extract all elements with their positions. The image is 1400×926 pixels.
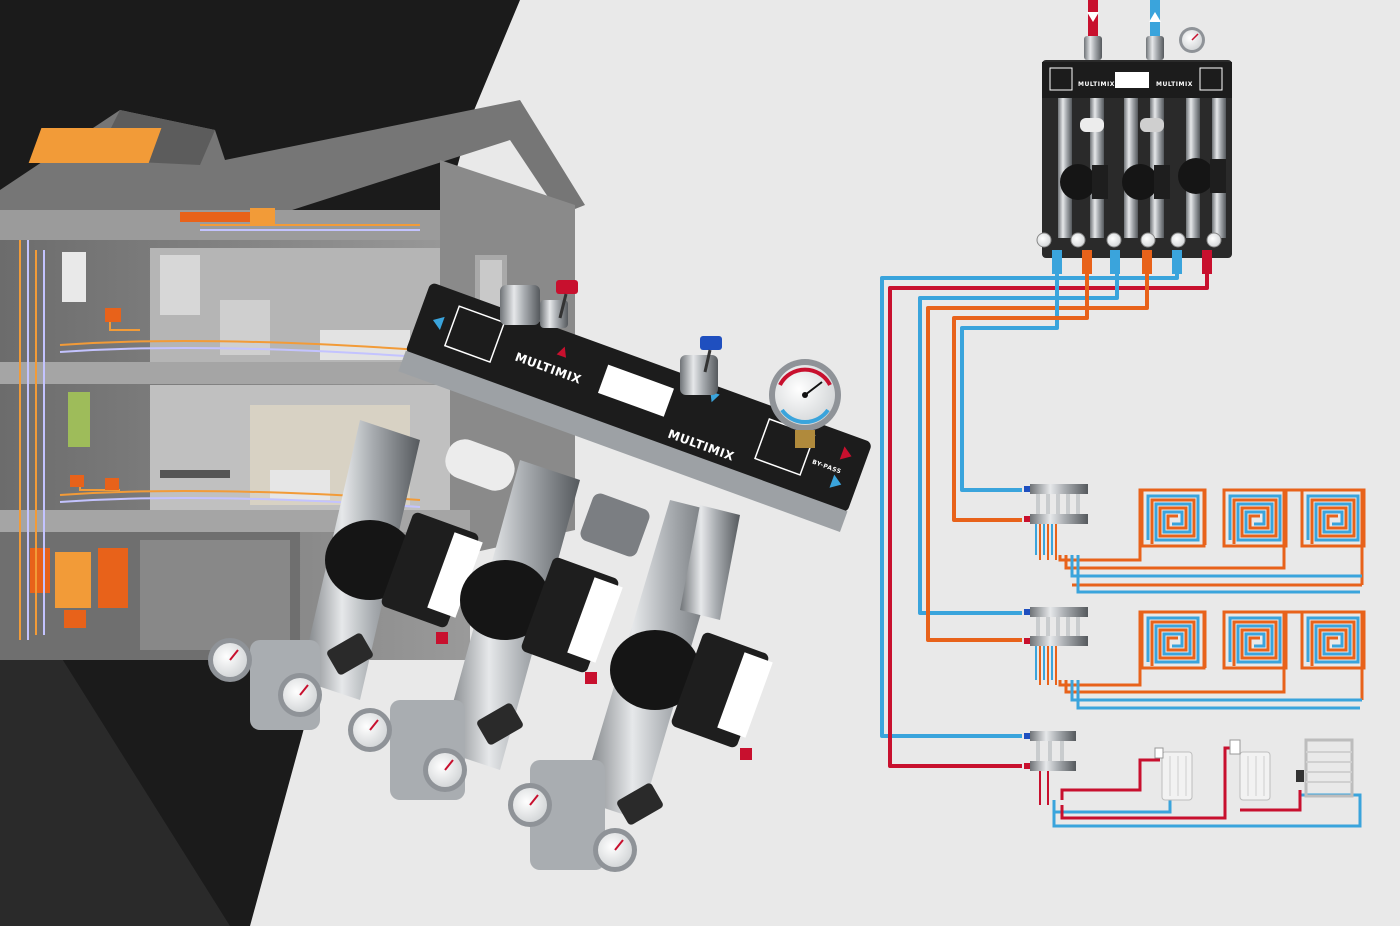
big-mixing-unit: MULTIMIX MULTIMIX BY-PASS bbox=[208, 280, 871, 872]
schematic-gauge-icon bbox=[1179, 27, 1205, 53]
schematic-label-right: MULTIMIX bbox=[1156, 81, 1193, 88]
underfloor-loop-icon bbox=[1300, 610, 1366, 670]
underfloor-loop-icon bbox=[1222, 488, 1288, 548]
underfloor-loop-icon bbox=[1140, 610, 1206, 670]
distribution-manifold-icon bbox=[1024, 731, 1076, 805]
towel-rail-icon bbox=[1296, 738, 1354, 798]
radiator-icon bbox=[1229, 739, 1271, 801]
underfloor-loop-icon bbox=[1140, 488, 1206, 548]
schematic-outlets bbox=[1052, 250, 1212, 274]
schematic-bottom-gauges bbox=[1036, 232, 1222, 248]
ball-valve-icon bbox=[680, 336, 722, 395]
schematic-connection-arrows bbox=[1087, 0, 1161, 40]
radiator-icon bbox=[1154, 747, 1193, 801]
thermostatic-heads bbox=[445, 439, 650, 557]
underfloor-loop-icon bbox=[1300, 488, 1366, 548]
circulation-pump-icon bbox=[1060, 164, 1108, 200]
distribution-manifold-icon bbox=[1024, 484, 1088, 560]
distribution-manifold-icon bbox=[1024, 607, 1088, 685]
thermometer-gauge-icon bbox=[208, 638, 637, 872]
circulation-pump-icon bbox=[460, 557, 623, 684]
circulation-pump-icon bbox=[325, 512, 483, 644]
underfloor-loop-icon bbox=[1222, 610, 1288, 670]
pressure-gauge-icon bbox=[769, 359, 841, 448]
circulation-pump-icon bbox=[1178, 158, 1226, 194]
ball-valve-icon bbox=[500, 280, 578, 328]
circulation-pump-icon bbox=[1122, 164, 1170, 200]
circulation-pump-icon bbox=[610, 630, 773, 760]
schematic-diagram: MULTIMIX MULTIMIX bbox=[880, 0, 1366, 828]
top-manifold-bar: MULTIMIX MULTIMIX BY-PASS bbox=[398, 283, 871, 532]
schematic-label-left: MULTIMIX bbox=[1078, 81, 1115, 88]
